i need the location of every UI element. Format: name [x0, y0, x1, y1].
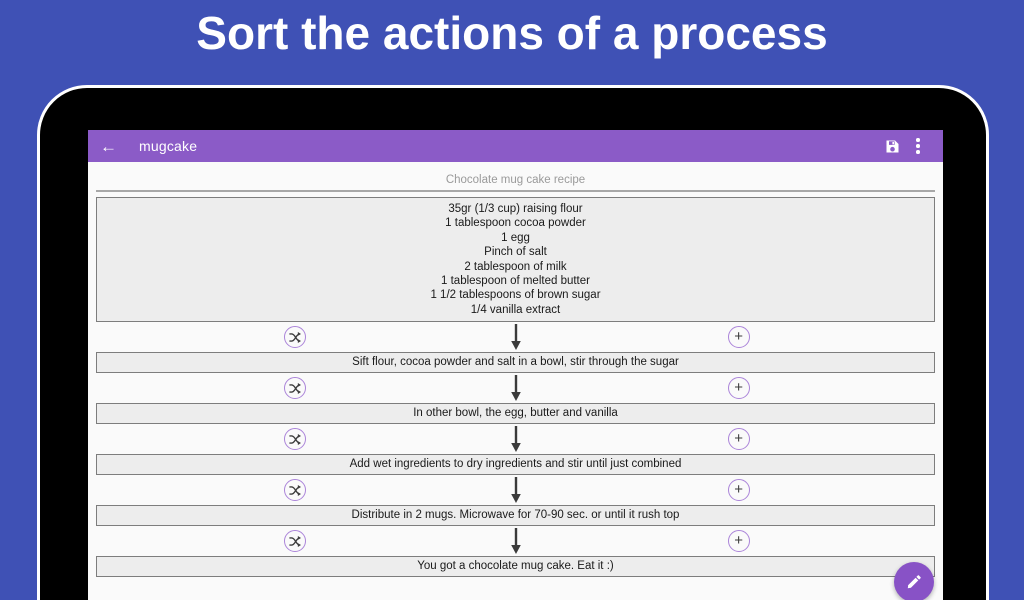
ingredient-line: 35gr (1/3 cup) raising flour [448, 203, 583, 215]
connector-row: + [96, 475, 935, 505]
shuffle-icon [289, 535, 302, 547]
banner-title: Sort the actions of a process [196, 7, 828, 59]
add-step-button[interactable]: + [727, 479, 750, 502]
edit-fab[interactable] [894, 562, 934, 600]
ingredient-line: 1/4 vanilla extract [470, 303, 561, 316]
ingredient-line: 1 egg [501, 231, 530, 244]
app-screen: ← mugcake Chocolate mug cake recipe 35gr… [88, 130, 943, 600]
connector-row: + [96, 526, 935, 556]
shuffle-icon [289, 433, 302, 445]
arrow-down-icon [510, 477, 522, 508]
plus-icon: + [734, 481, 744, 499]
overflow-menu-button[interactable] [905, 133, 931, 159]
shuffle-icon [289, 382, 302, 394]
connector-row: + [96, 322, 935, 352]
save-icon [886, 140, 898, 152]
process-editor: Chocolate mug cake recipe 35gr (1/3 cup)… [88, 174, 943, 578]
arrow-down-icon [510, 528, 522, 559]
toolbar: ← mugcake [88, 130, 943, 162]
add-step-button[interactable]: + [727, 428, 750, 451]
step-box[interactable]: Add wet ingredients to dry ingredients a… [96, 454, 935, 476]
swap-steps-button[interactable] [283, 377, 306, 400]
plus-icon: + [734, 532, 744, 550]
step-box[interactable]: Sift flour, cocoa powder and salt in a b… [96, 352, 935, 374]
connector-row: + [96, 424, 935, 454]
step-box[interactable]: Distribute in 2 mugs. Microwave for 70-9… [96, 505, 935, 527]
plus-icon: + [734, 430, 744, 448]
step-box[interactable]: In other bowl, the egg, butter and vanil… [96, 403, 935, 425]
ingredient-line: 1 tablespoon of melted butter [441, 275, 590, 288]
pencil-icon [907, 575, 921, 589]
plus-icon: + [734, 328, 744, 346]
ingredient-line: 2 tablespoon of milk [464, 260, 567, 273]
swap-steps-button[interactable] [283, 530, 306, 553]
banner: Sort the actions of a process [0, 6, 1024, 60]
shuffle-icon [289, 484, 302, 496]
tablet-frame: ← mugcake Chocolate mug cake recipe 35gr… [37, 85, 989, 600]
arrow-down-icon [510, 426, 522, 457]
ingredient-line: 1 tablespoon cocoa powder [445, 217, 586, 230]
add-step-button[interactable]: + [727, 377, 750, 400]
connector-row: + [96, 373, 935, 403]
add-step-button[interactable]: + [727, 530, 750, 553]
overflow-menu-icon [916, 138, 920, 154]
swap-steps-button[interactable] [283, 326, 306, 349]
swap-steps-button[interactable] [283, 479, 306, 502]
arrow-down-icon [510, 375, 522, 406]
process-title-field[interactable]: Chocolate mug cake recipe [96, 174, 935, 192]
ingredient-line: 1 1/2 tablespoons of brown sugar [430, 289, 601, 302]
swap-steps-button[interactable] [283, 428, 306, 451]
toolbar-title: mugcake [139, 138, 198, 154]
save-button[interactable] [879, 133, 905, 159]
add-step-button[interactable]: + [727, 326, 750, 349]
ingredients-box[interactable]: 35gr (1/3 cup) raising flour 1 tablespoo… [96, 197, 935, 323]
step-box[interactable]: You got a chocolate mug cake. Eat it :) [96, 556, 935, 578]
ingredient-line: Pinch of salt [484, 246, 547, 259]
arrow-down-icon [510, 324, 522, 355]
back-arrow-icon[interactable]: ← [100, 136, 117, 156]
plus-icon: + [734, 379, 744, 397]
shuffle-icon [289, 331, 302, 343]
